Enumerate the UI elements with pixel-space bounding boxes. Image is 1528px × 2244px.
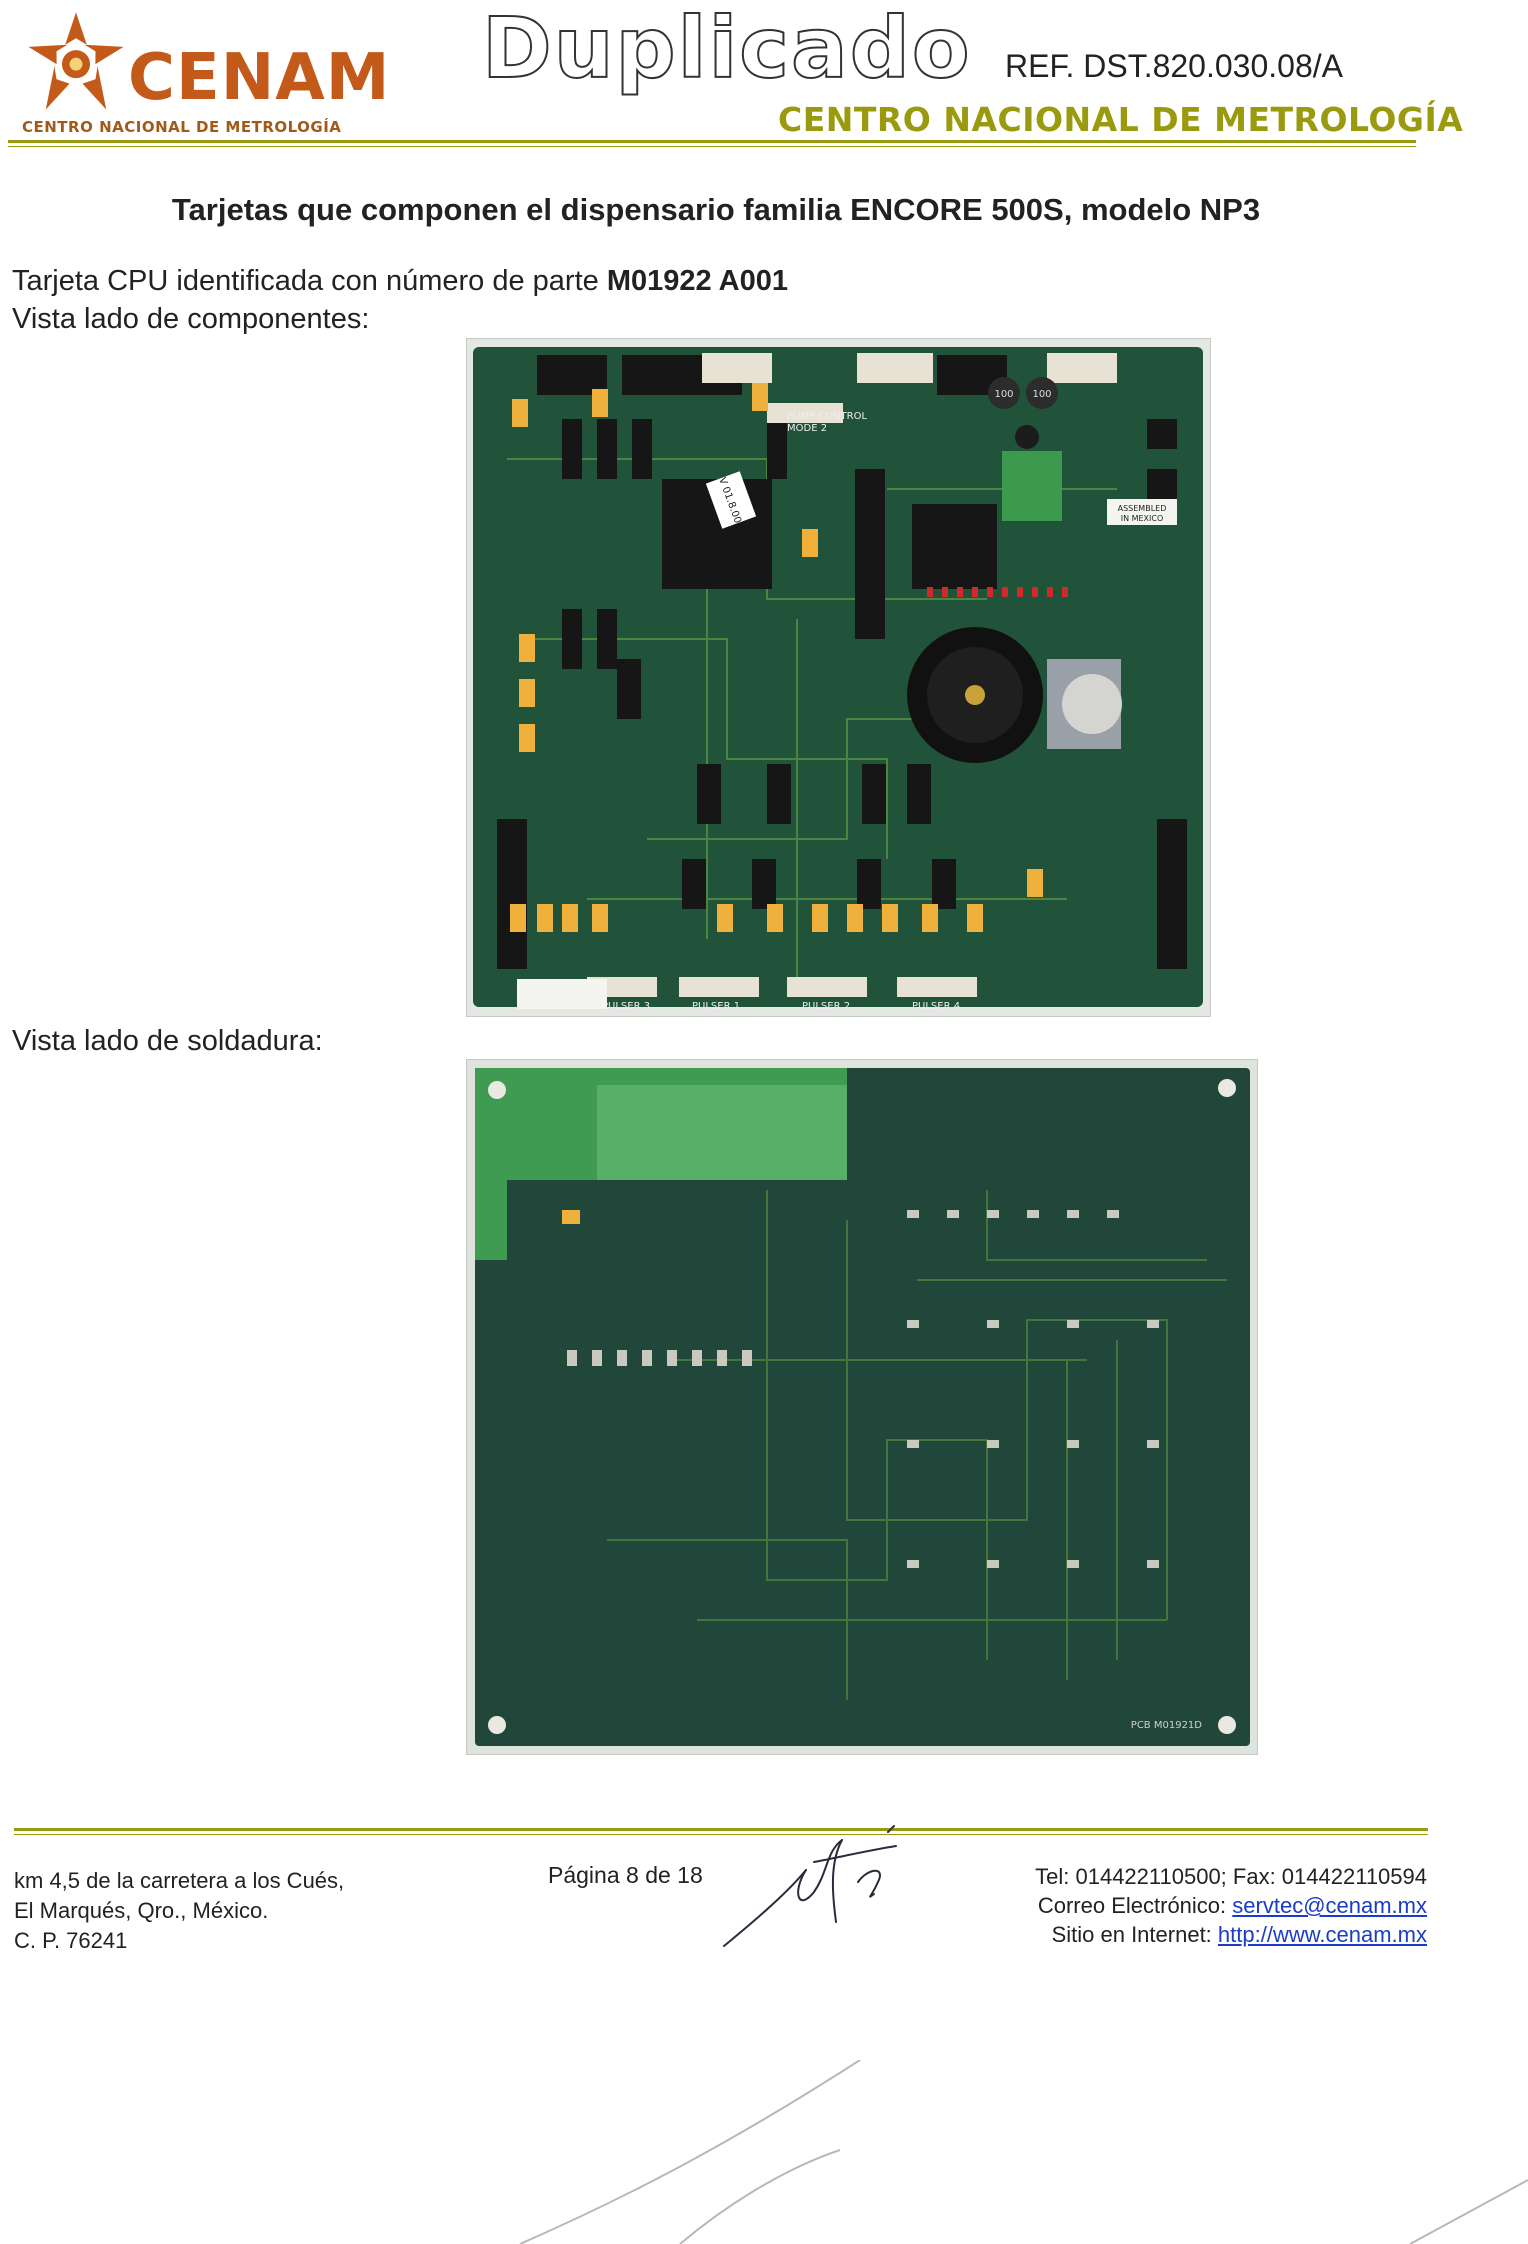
header-rule-thin	[8, 146, 1416, 147]
cpu-card-line: Tarjeta CPU identificada con número de p…	[12, 265, 788, 298]
svg-text:PCB M01921D: PCB M01921D	[1131, 1720, 1202, 1731]
paper-fold-marks	[519, 2060, 1528, 2244]
svg-text:PUMP CONTROL: PUMP CONTROL	[787, 411, 867, 422]
website-label: Sitio en Internet:	[1051, 1922, 1212, 1947]
address-line-3: C. P. 76241	[14, 1928, 128, 1953]
logo-wordmark: CENAM	[128, 41, 391, 115]
website-row: Sitio en Internet: http://www.cenam.mx	[1035, 1920, 1427, 1949]
cpu-card-prefix: Tarjeta CPU identificada con número de p…	[12, 265, 599, 297]
header-rule	[8, 140, 1416, 143]
email-link[interactable]: servtec@cenam.mx	[1232, 1893, 1427, 1918]
svg-text:100: 100	[1032, 389, 1051, 400]
page-number: Página 8 de 18	[548, 1862, 703, 1888]
part-number: M01922 A001	[606, 265, 788, 297]
email-label: Correo Electrónico:	[1037, 1893, 1227, 1918]
footer-address: km 4,5 de la carretera a los Cués, El Ma…	[14, 1866, 344, 1956]
svg-text:PULSER 2: PULSER 2	[802, 1001, 850, 1012]
address-line-2: El Marqués, Qro., México.	[14, 1898, 269, 1923]
components-view-caption: Vista lado de componentes:	[12, 303, 370, 335]
logo-subtitle: CENTRO NACIONAL DE METROLOGÍA	[22, 118, 342, 136]
footer-contact: Tel: 014422110500; Fax: 014422110594 Cor…	[1035, 1862, 1427, 1949]
svg-text:IN MEXICO: IN MEXICO	[1121, 514, 1164, 523]
svg-text:PULSER 4: PULSER 4	[912, 1001, 960, 1012]
footer-rule-thin	[14, 1834, 1428, 1835]
website-link[interactable]: http://www.cenam.mx	[1217, 1922, 1427, 1947]
phone-fax: Tel: 014422110500; Fax: 014422110594	[1035, 1864, 1427, 1889]
address-line-1: km 4,5 de la carretera a los Cués,	[14, 1868, 345, 1893]
svg-text:MODE 2: MODE 2	[787, 423, 827, 434]
solder-view-caption: Vista lado de soldadura:	[12, 1025, 323, 1057]
pcb-component-side-image: 100 100 V 01.8.00 ASSEMBLED IN MEXICO PU…	[466, 338, 1211, 1017]
svg-text:100: 100	[994, 389, 1013, 400]
duplicado-stamp: Duplicado	[481, 0, 972, 97]
organization-name: CENTRO NACIONAL DE METROLOGÍA	[778, 100, 1464, 139]
pcb-solder-side-image: PCB M01921D	[466, 1059, 1258, 1755]
footer-rule	[14, 1828, 1428, 1831]
reference-code: REF. DST.820.030.08/A	[1005, 48, 1343, 84]
svg-text:ASSEMBLED: ASSEMBLED	[1118, 504, 1167, 513]
document-title: Tarjetas que componen el dispensario fam…	[171, 192, 1261, 227]
svg-text:PULSER 3: PULSER 3	[602, 1001, 650, 1012]
handwritten-signature	[723, 1825, 897, 1947]
cenam-logo-icon	[28, 12, 124, 110]
email-row: Correo Electrónico: servtec@cenam.mx	[1035, 1891, 1427, 1920]
svg-text:PULSER 1: PULSER 1	[692, 1001, 740, 1012]
